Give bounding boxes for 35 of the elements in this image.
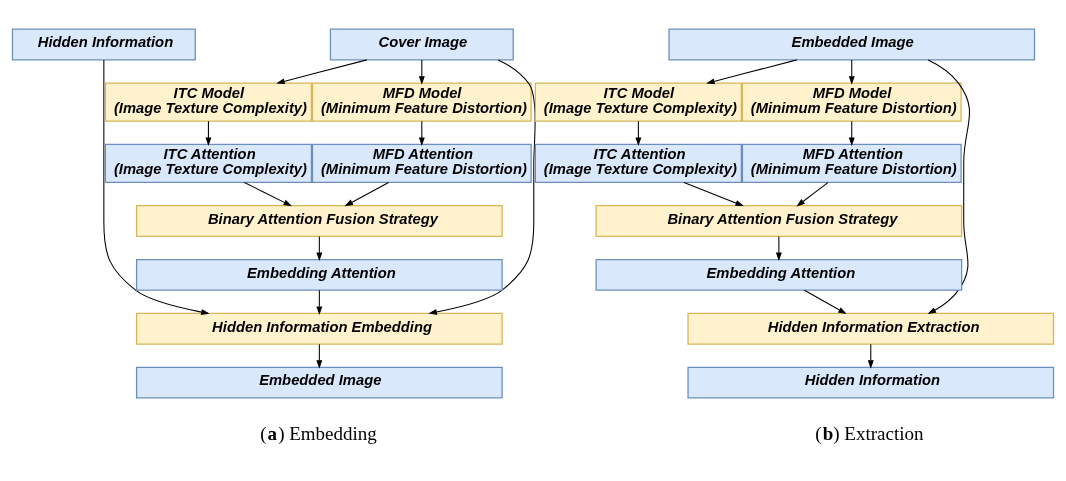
arrow [316, 343, 323, 369]
arrow [243, 181, 292, 207]
node-box: Hidden Information Embedding [135, 312, 503, 345]
node-box: Embedded Image [135, 366, 503, 399]
arrow [316, 289, 323, 315]
arrow [683, 181, 744, 207]
node-box: ITC Attention (Image Texture Complexity) [104, 143, 313, 184]
arrow [276, 59, 368, 85]
arrow [775, 235, 782, 262]
node-box: Hidden Information [687, 366, 1055, 399]
node-box: Hidden Information Extraction [687, 312, 1055, 345]
arrow [428, 59, 536, 315]
node-box: ITC Model (Image Texture Complexity) [104, 82, 313, 122]
node-box: Embedding Attention [595, 258, 963, 291]
node-box: ITC Attention (Image Texture Complexity) [534, 143, 742, 184]
label: (a) Embedding [260, 423, 377, 445]
arrow [927, 59, 971, 314]
label: (b) Extraction [815, 423, 924, 445]
arrow [803, 289, 847, 315]
node-box: Hidden Information [11, 28, 196, 61]
node-box: MFD Attention (Minimum Feature Distortion) [741, 143, 962, 184]
arrow [867, 343, 874, 369]
node-box: Embedding Attention [135, 258, 503, 291]
node-box: ITC Model (Image Texture Complexity) [534, 82, 742, 122]
node-box: MFD Attention (Minimum Feature Distortion) [311, 143, 532, 184]
node-box: Binary Attention Fusion Strategy [595, 205, 963, 237]
node-box: Cover Image [329, 28, 514, 61]
arrow [706, 59, 798, 85]
node-box: Binary Attention Fusion Strategy [135, 205, 503, 237]
node-box: MFD Model (Minimum Feature Distortion) [311, 82, 532, 122]
arrow [796, 182, 829, 207]
arrow [344, 181, 390, 207]
node-box: MFD Model (Minimum Feature Distortion) [741, 82, 962, 122]
arrow [316, 235, 323, 262]
node-box: Embedded Image [668, 28, 1036, 61]
